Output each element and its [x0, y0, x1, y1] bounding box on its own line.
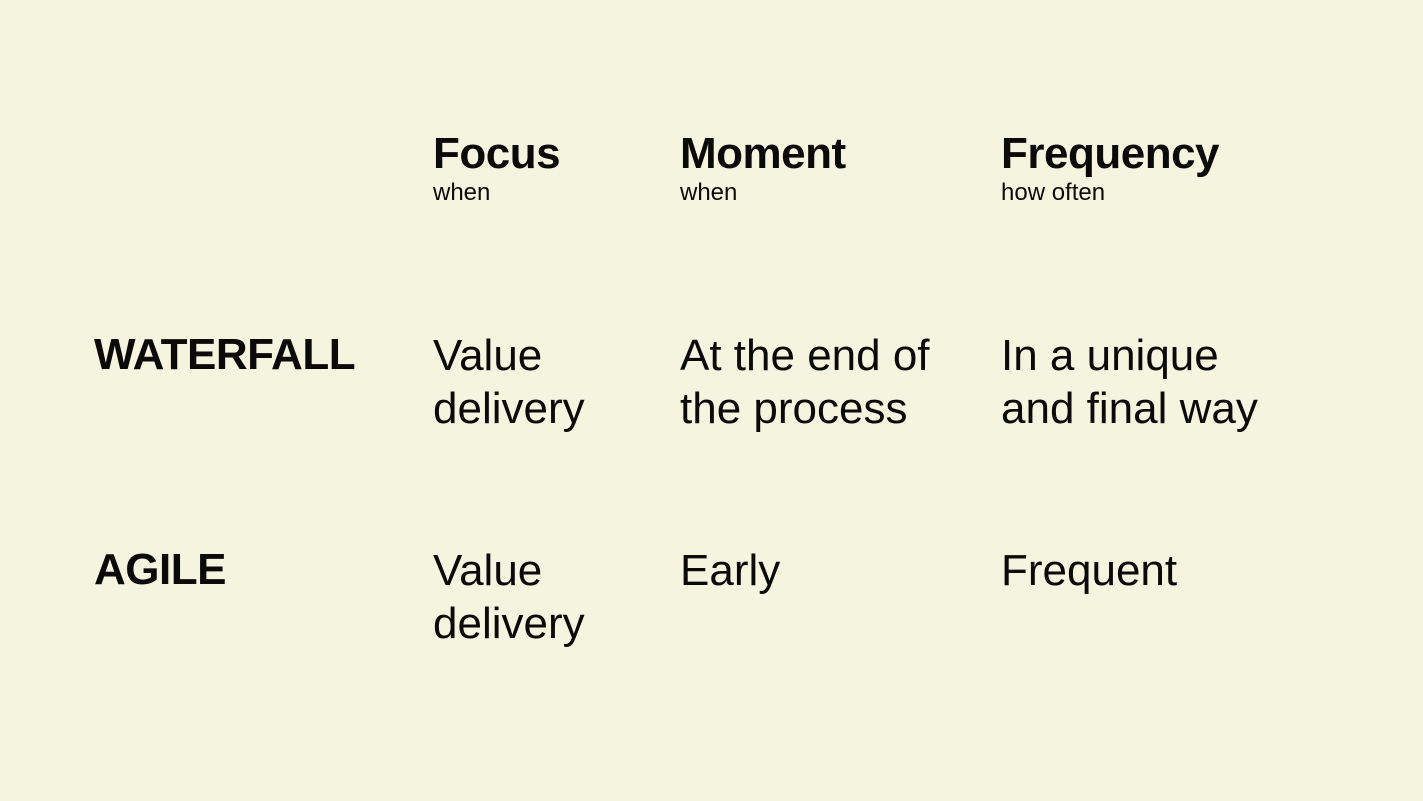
column-title: Focus: [433, 129, 561, 178]
column-subtitle: when: [433, 179, 491, 206]
cell-waterfall-frequency: In a unique and final way: [1001, 331, 1258, 433]
column-subtitle: how often: [1001, 179, 1106, 206]
column-header-moment: Moment when: [680, 128, 846, 206]
cell-agile-moment: Early: [680, 546, 781, 595]
cell-agile-frequency: Frequent: [1001, 546, 1178, 595]
column-title: Frequency: [1001, 129, 1220, 178]
row-label-agile: AGILE: [94, 545, 226, 594]
cell-waterfall-focus: Value delivery: [433, 331, 585, 433]
column-header-frequency: Frequency how often: [1001, 128, 1220, 206]
cell-waterfall-moment: At the end of the process: [680, 331, 930, 433]
column-title: Moment: [680, 129, 846, 178]
cell-agile-focus: Value delivery: [433, 546, 585, 648]
column-subtitle: when: [680, 179, 738, 206]
column-header-focus: Focus when: [433, 128, 561, 206]
row-label-waterfall: WATERFALL: [94, 330, 356, 379]
